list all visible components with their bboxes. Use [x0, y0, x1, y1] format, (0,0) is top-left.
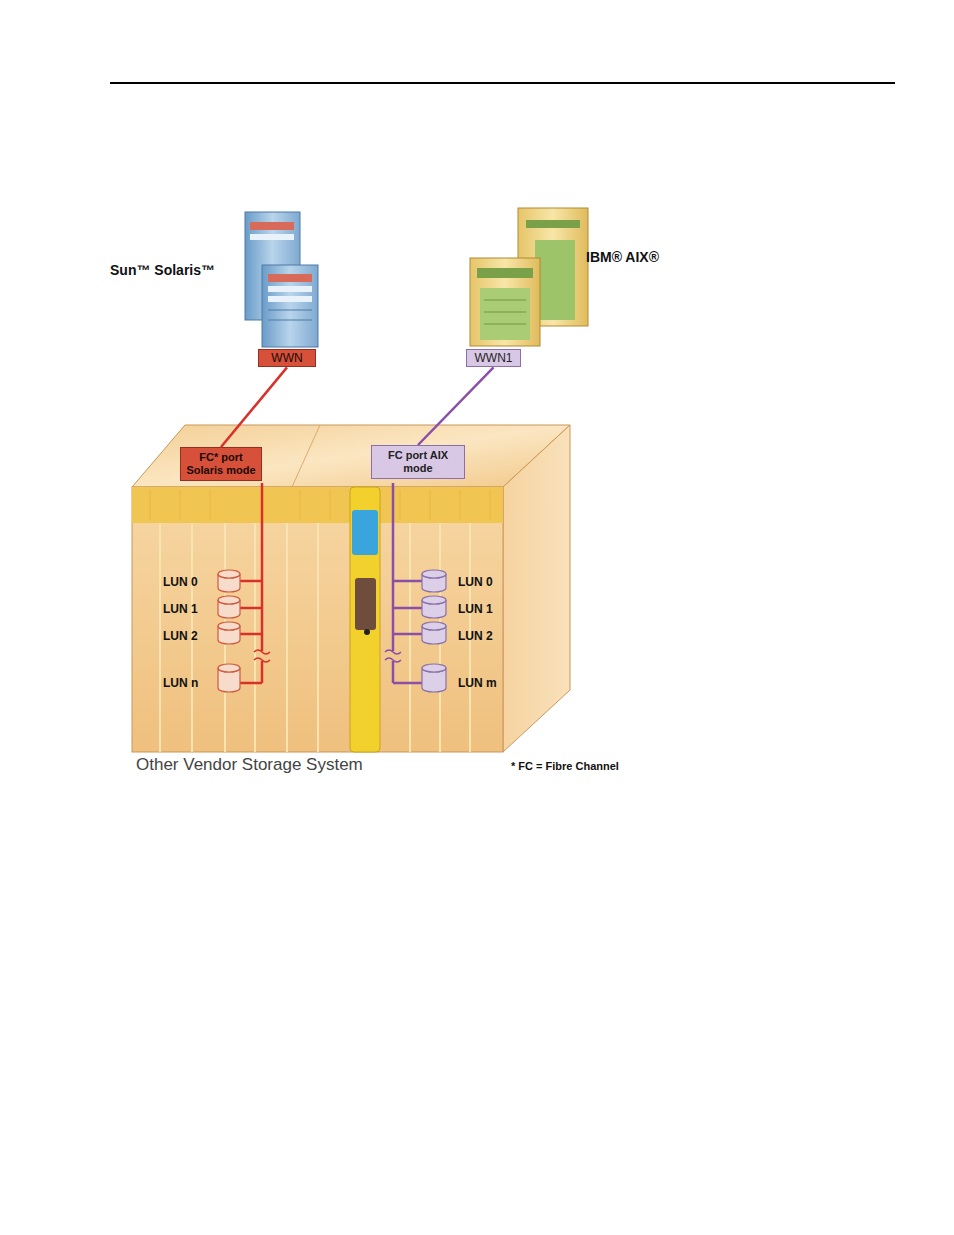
header-rule: [110, 82, 895, 84]
storage-cabinet-part: [132, 487, 503, 523]
sun-server-icon-part: [268, 286, 312, 292]
lun-label: LUN 0: [458, 575, 493, 589]
ibm-server-icon-part: [484, 300, 526, 301]
storage-cabinet-part: [160, 523, 470, 752]
wwn-box: WWN1: [466, 349, 521, 367]
storage-cabinet-part-part: [300, 490, 301, 520]
node-label: WWN1: [468, 351, 519, 365]
storage-cabinet-part: [150, 490, 490, 520]
aix-lun-wiring-part: [385, 658, 401, 662]
lun-label: LUN 0: [163, 575, 198, 589]
storage-cabinet-part-part: [286, 523, 288, 752]
solaris-lun-wiring-part: [240, 633, 262, 636]
storage-cabinet-part-part: [254, 523, 256, 752]
sun-server-icon: [245, 212, 318, 347]
sun-server-icon-part: [268, 296, 312, 302]
storage-cabinet: [132, 425, 570, 752]
sun-server-icon-part: [250, 234, 294, 240]
lun-label: LUN m: [458, 676, 497, 690]
lun-label: LUN 2: [163, 629, 198, 643]
fc-port-box: FC port AIX mode: [371, 445, 465, 479]
fc-port-box: FC* port Solaris mode: [180, 447, 262, 481]
storage-system: Other Vendor Storage System FC* port Sola…: [132, 425, 570, 785]
storage-cabinet-part-part: [317, 523, 319, 752]
solaris-lun-wiring-part: [254, 658, 270, 662]
storage-cabinet-part: [292, 425, 320, 487]
sun-server-icon-part: [250, 222, 294, 230]
solaris-lun-wiring-part: [240, 580, 262, 583]
storage-cabinet-part-part: [490, 490, 491, 520]
storage-cabinet-part: [132, 487, 503, 752]
aix-lun-wiring-part: [393, 580, 422, 583]
aix-lun-wiring-part: [393, 607, 422, 610]
node-label: WWN: [260, 351, 314, 365]
ibm-server-icon: [470, 208, 588, 346]
solaris-lun-wiring-part: [254, 650, 270, 654]
solaris-lun-disks-part: [218, 622, 240, 630]
aix-lun-wiring-part: [385, 650, 401, 654]
storage-cabinet-part-part: [180, 490, 181, 520]
storage-cabinet-part-part: [159, 523, 161, 752]
solaris-lun-wiring-part: [240, 682, 262, 685]
fibre-channel-link: [221, 367, 287, 447]
lun-label: LUN 1: [163, 602, 198, 616]
node-label: FC port AIX mode: [375, 449, 461, 475]
ibm-server-icon-part: [470, 258, 540, 346]
aix-lun-wiring: [385, 483, 422, 683]
sun-server-icon-part: [262, 265, 318, 347]
storage-cabinet-part: [355, 578, 376, 630]
aix-lun-disks-part: [422, 664, 446, 672]
storage-cabinet-part: [503, 425, 570, 752]
wwn-box: WWN: [258, 349, 316, 367]
os-label: IBM® AIX®: [586, 249, 659, 265]
aix-lun-disks: [422, 570, 446, 692]
solaris-lun-wiring-part: [261, 661, 264, 683]
storage-cabinet-part: [350, 487, 380, 752]
storage-cabinet-part: [364, 629, 370, 635]
ibm-server-icon-part: [477, 268, 533, 278]
solaris-lun-disks-part: [218, 596, 240, 604]
ibm-server-icon-part: [526, 220, 580, 228]
solaris-lun-wiring-part: [261, 483, 264, 651]
lun-label: LUN 2: [458, 629, 493, 643]
ibm-server-icon-part: [484, 312, 526, 313]
storage-cabinet-part-part: [409, 523, 411, 752]
sun-server-icon-part: [268, 274, 312, 282]
lun-label: LUN n: [163, 676, 198, 690]
aix-lun-wiring-part: [393, 633, 422, 636]
footnote: * FC = Fibre Channel: [511, 760, 619, 772]
storage-cabinet-part: [132, 425, 570, 487]
storage-cabinet-part-part: [430, 490, 431, 520]
ibm-server-icon-part: [484, 324, 526, 325]
solaris-lun-wiring: [240, 483, 270, 683]
fibre-channel-link: [418, 367, 494, 445]
aix-lun-disks-part: [422, 596, 446, 604]
ibm-server-icon-part: [480, 288, 530, 340]
os-label: Sun™ Solaris™: [110, 262, 215, 278]
storage-cabinet-part-part: [330, 490, 331, 520]
ibm-server-icon-part: [535, 240, 575, 320]
aix-lun-wiring-part: [392, 483, 395, 651]
storage-cabinet-part-part: [400, 490, 401, 520]
solaris-lun-disks-part: [218, 570, 240, 578]
solaris-lun-disks: [218, 570, 240, 692]
lun-label: LUN 1: [458, 602, 493, 616]
node-label: FC* port Solaris mode: [184, 451, 258, 477]
sun-server-icon-part: [268, 320, 312, 321]
solaris-lun-disks-part: [218, 664, 240, 672]
aix-lun-disks-part: [422, 622, 446, 630]
storage-cabinet-part-part: [460, 490, 461, 520]
aix-lun-disks-part: [422, 570, 446, 578]
storage-cabinet-part: [352, 510, 378, 555]
solaris-lun-wiring-part: [240, 607, 262, 610]
storage-cabinet-part-part: [150, 490, 151, 520]
storage-cabinet-part-part: [210, 490, 211, 520]
aix-lun-wiring-part: [393, 682, 422, 685]
aix-lun-wiring-part: [392, 661, 395, 683]
node-label: Other Vendor Storage System: [136, 755, 363, 775]
sun-server-icon-part: [268, 310, 312, 311]
